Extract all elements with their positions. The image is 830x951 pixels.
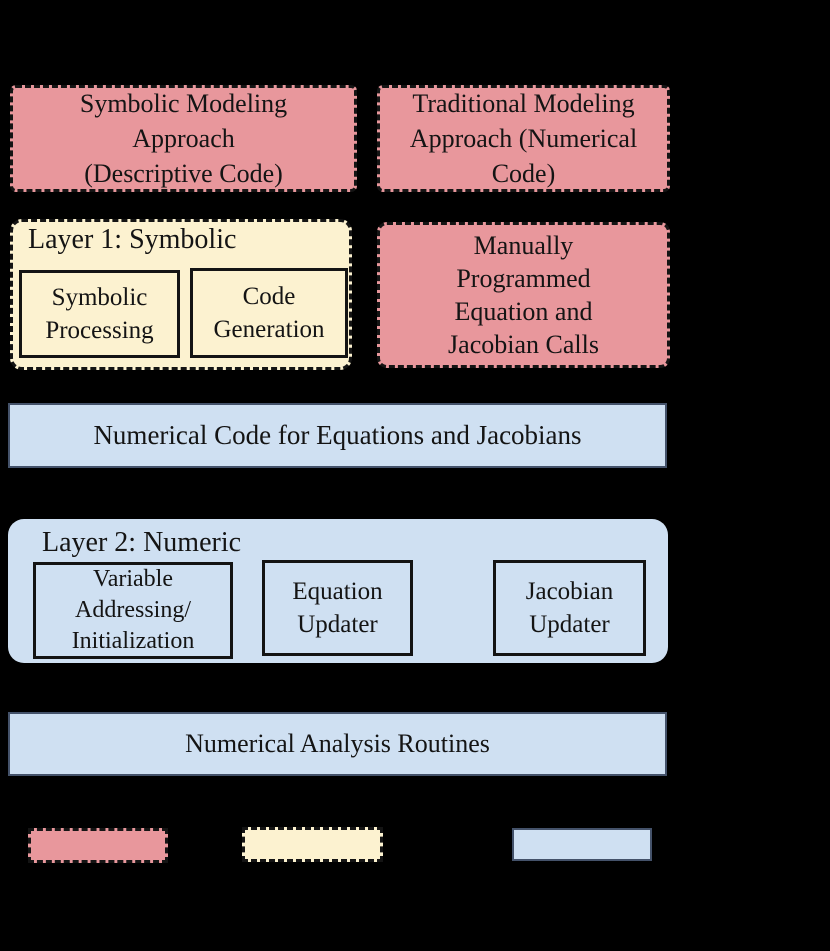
bar-numerical-code-label: Numerical Code for Equations and Jacobia… <box>93 420 582 450</box>
layer2-title: Layer 2: Numeric <box>42 527 242 558</box>
legend-swatch-pink <box>28 828 168 863</box>
box-manually-programmed-calls-label: Manually Programmed Equation and Jacobia… <box>448 231 599 359</box>
bar-numerical-code: Numerical Code for Equations and Jacobia… <box>8 403 667 468</box>
box-symbolic-processing: Symbolic Processing <box>19 270 180 358</box>
layer1-title: Layer 1: Symbolic <box>28 224 237 255</box>
box-variable-addressing: Variable Addressing/ Initialization <box>33 562 233 659</box>
box-manually-programmed-calls: Manually Programmed Equation and Jacobia… <box>377 222 670 368</box>
box-equation-updater: Equation Updater <box>262 560 413 656</box>
legend-swatch-blue <box>512 828 652 861</box>
box-traditional-modeling-approach: Traditional Modeling Approach (Numerical… <box>377 85 670 192</box>
box-symbolic-modeling-approach: Symbolic Modeling Approach (Descriptive … <box>10 85 357 192</box>
legend-swatch-yellow <box>242 827 383 862</box>
box-equation-updater-label: Equation Updater <box>292 578 383 638</box>
bar-numerical-analysis: Numerical Analysis Routines <box>8 712 667 776</box>
box-symbolic-processing-label: Symbolic Processing <box>45 284 154 344</box>
box-traditional-modeling-approach-label: Traditional Modeling Approach (Numerical… <box>409 89 638 188</box>
box-variable-addressing-label: Variable Addressing/ Initialization <box>71 566 195 654</box>
box-jacobian-updater: Jacobian Updater <box>493 560 646 656</box>
box-code-generation-label: Code Generation <box>213 283 325 343</box>
box-code-generation: Code Generation <box>190 268 348 358</box>
box-symbolic-modeling-approach-label: Symbolic Modeling Approach (Descriptive … <box>79 89 288 188</box>
bar-numerical-analysis-label: Numerical Analysis Routines <box>185 729 490 758</box>
box-jacobian-updater-label: Jacobian Updater <box>525 578 614 638</box>
